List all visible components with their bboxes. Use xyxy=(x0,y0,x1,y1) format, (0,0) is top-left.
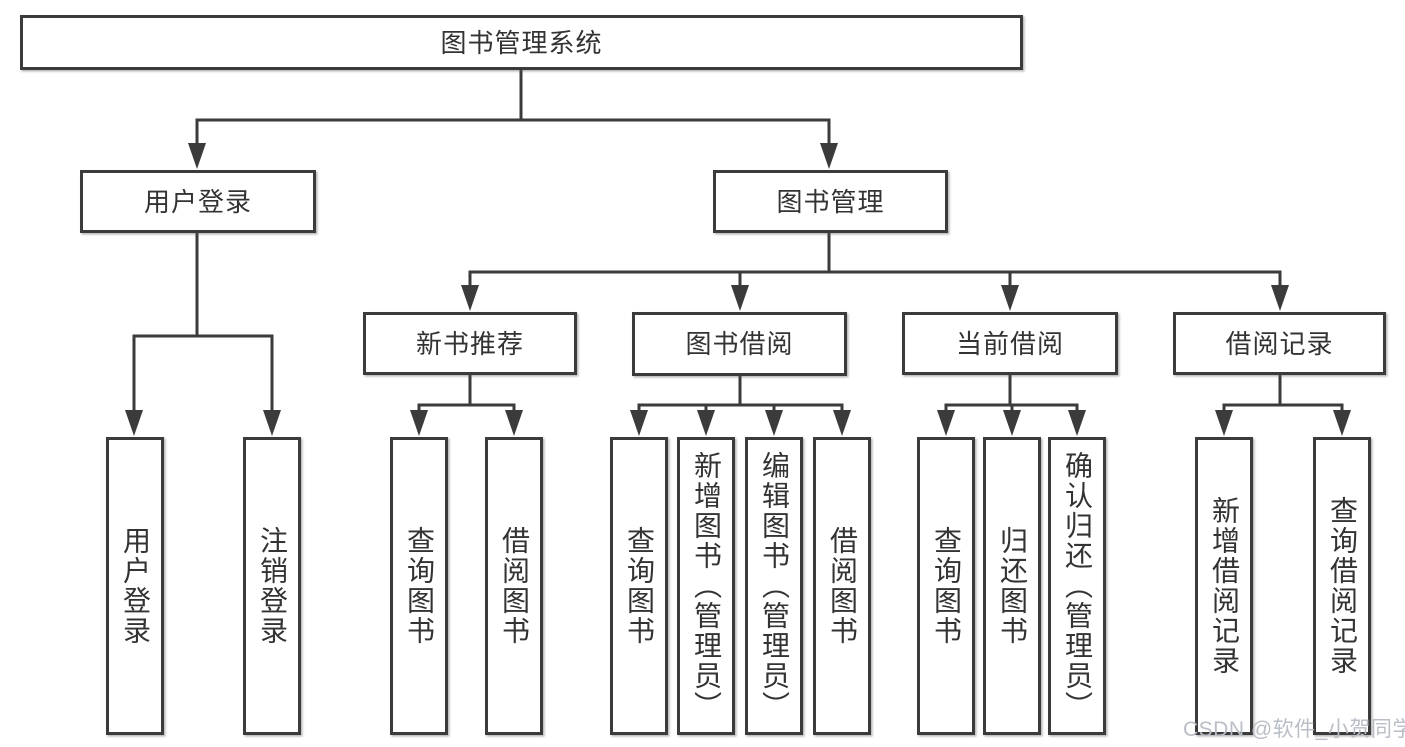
leaf-nb-borrow-books: 借阅图书 xyxy=(485,437,543,735)
node-borrowing-records-label: 借阅记录 xyxy=(1225,328,1334,359)
csdn-watermark: CSDN @软件_小贺同学 xyxy=(1183,718,1405,741)
node-new-book-recommend: 新书推荐 xyxy=(363,312,577,375)
leaf-nb-borrow-books-label: 借阅图书 xyxy=(499,526,530,646)
node-borrowing-records: 借阅记录 xyxy=(1173,312,1386,375)
leaf-bb-add-books-admin-label: 新增图书（管理员） xyxy=(691,451,722,721)
leaf-br-add-record: 新增借阅记录 xyxy=(1195,437,1253,735)
leaf-user-login: 用户登录 xyxy=(106,437,164,735)
leaf-bb-add-books-admin: 新增图书（管理员） xyxy=(677,437,735,735)
node-root-label: 图书管理系统 xyxy=(440,27,603,58)
leaf-cb-confirm-return-admin-label: 确认归还（管理员） xyxy=(1062,451,1093,721)
leaf-cb-confirm-return-admin: 确认归还（管理员） xyxy=(1048,437,1106,735)
connector-line xyxy=(132,70,1344,412)
node-new-book-recommend-label: 新书推荐 xyxy=(415,328,524,359)
leaf-user-login-label: 用户登录 xyxy=(120,526,151,646)
leaf-br-add-record-label: 新增借阅记录 xyxy=(1209,496,1240,676)
leaf-bb-borrow-books-label: 借阅图书 xyxy=(827,526,858,646)
leaf-cb-query-books-label: 查询图书 xyxy=(931,526,962,646)
node-book-borrowing: 图书借阅 xyxy=(632,312,847,376)
node-user-login-label: 用户登录 xyxy=(143,186,252,217)
leaf-cb-return-books-label: 归还图书 xyxy=(997,526,1028,646)
node-current-borrowing: 当前借阅 xyxy=(902,312,1118,375)
arrowhead-icon xyxy=(125,143,1351,436)
leaf-bb-query-books-label: 查询图书 xyxy=(624,526,655,646)
leaf-nb-query-books-label: 查询图书 xyxy=(404,526,435,646)
node-user-login: 用户登录 xyxy=(80,170,316,233)
node-book-management-label: 图书管理 xyxy=(776,186,885,217)
node-current-borrowing-label: 当前借阅 xyxy=(955,328,1064,359)
node-root: 图书管理系统 xyxy=(20,15,1023,70)
node-book-borrowing-label: 图书借阅 xyxy=(685,329,794,359)
leaf-br-query-record: 查询借阅记录 xyxy=(1313,437,1371,735)
leaf-bb-borrow-books: 借阅图书 xyxy=(813,437,871,735)
node-book-management: 图书管理 xyxy=(713,170,948,233)
leaf-cb-query-books: 查询图书 xyxy=(917,437,975,735)
leaf-logout: 注销登录 xyxy=(243,437,301,735)
leaf-logout-label: 注销登录 xyxy=(257,526,288,646)
leaf-nb-query-books: 查询图书 xyxy=(390,437,448,735)
leaf-bb-edit-books-admin: 编辑图书（管理员） xyxy=(745,437,803,735)
leaf-br-query-record-label: 查询借阅记录 xyxy=(1327,496,1358,676)
leaf-cb-return-books: 归还图书 xyxy=(983,437,1041,735)
leaf-bb-query-books: 查询图书 xyxy=(610,437,668,735)
leaf-bb-edit-books-admin-label: 编辑图书（管理员） xyxy=(759,451,790,721)
